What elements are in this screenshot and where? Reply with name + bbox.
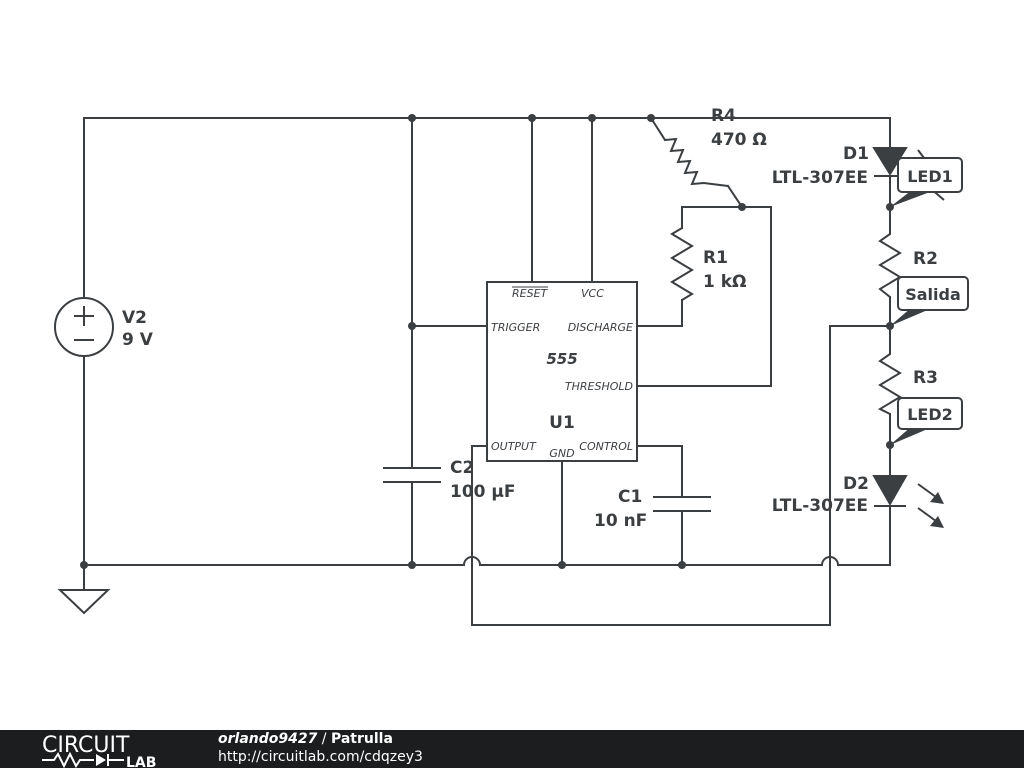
- pin-output-label: OUTPUT: [491, 440, 537, 453]
- d2-ref-label: D2: [843, 474, 869, 494]
- pin-reset-label: RESET: [512, 287, 549, 300]
- capacitor-c2[interactable]: C2 100 µF: [383, 458, 516, 502]
- circuitlab-logo[interactable]: CIRCUIT LAB: [40, 732, 180, 768]
- resistor-r1[interactable]: R1 1 kΩ: [670, 227, 747, 301]
- junction-dots: [80, 114, 894, 569]
- wires: [83, 116, 891, 626]
- pin-gnd-label: GND: [549, 447, 574, 460]
- voltage-source-v2[interactable]: V2 9 V: [54, 297, 154, 357]
- c1-ref-label: C1: [618, 487, 642, 507]
- resistor-r4[interactable]: R4 470 Ω: [664, 106, 767, 187]
- c2-value-label: 100 µF: [450, 482, 516, 502]
- footer-bar: CIRCUIT LAB orlando9427 / Patrulla http:…: [0, 730, 1024, 768]
- r2-ref-label: R2: [913, 249, 938, 269]
- capacitor-c1[interactable]: C1 10 nF: [594, 487, 711, 531]
- author-name[interactable]: orlando9427: [218, 731, 318, 747]
- project-name[interactable]: Patrulla: [330, 731, 393, 747]
- schematic-canvas: V2 9 V C2 100 µF C1 10 nF RESET VCC TRIG…: [54, 106, 969, 626]
- pin-vcc-label: VCC: [581, 287, 604, 300]
- net-label-led1[interactable]: LED1: [890, 157, 963, 207]
- net-label-salida-text: Salida: [905, 285, 961, 304]
- logo-top-text: CIRCUIT: [42, 733, 130, 758]
- footer-title: orlando9427 / Patrulla: [218, 731, 393, 747]
- d1-value-label: LTL-307EE: [772, 168, 868, 188]
- d2-value-label: LTL-307EE: [772, 496, 868, 516]
- net-label-led1-text: LED1: [907, 167, 953, 186]
- led-d2[interactable]: D2 LTL-307EE: [772, 474, 944, 528]
- led-d1[interactable]: D1 LTL-307EE: [772, 144, 945, 201]
- ic-555-u1[interactable]: RESET VCC TRIGGER DISCHARGE 555 THRESHOL…: [486, 281, 638, 462]
- net-label-led2[interactable]: LED2: [890, 397, 963, 445]
- title-separator: /: [317, 731, 331, 747]
- pin-trigger-label: TRIGGER: [491, 321, 540, 334]
- logo-bottom-text: LAB: [126, 755, 156, 768]
- r3-ref-label: R3: [913, 368, 938, 388]
- circuit-url-link[interactable]: http://circuitlab.com/cdqzey3: [218, 749, 423, 765]
- resistor-r2[interactable]: R2: [878, 233, 938, 298]
- d1-ref-label: D1: [843, 144, 869, 164]
- r4-value-label: 470 Ω: [711, 130, 767, 150]
- v2-ref-label: V2: [122, 308, 147, 328]
- net-label-salida[interactable]: Salida: [890, 276, 969, 326]
- r1-value-label: 1 kΩ: [703, 272, 747, 292]
- r4-ref-label: R4: [711, 106, 736, 126]
- u1-ref-label: U1: [549, 413, 575, 433]
- v2-value-label: 9 V: [122, 330, 154, 350]
- net-label-led2-text: LED2: [907, 405, 953, 424]
- r1-ref-label: R1: [703, 248, 728, 268]
- c2-ref-label: C2: [450, 458, 474, 478]
- ground-symbol: [57, 589, 111, 615]
- pin-threshold-label: THRESHOLD: [565, 380, 633, 393]
- pin-control-label: CONTROL: [579, 440, 633, 453]
- resistor-r3[interactable]: R3: [877, 353, 938, 415]
- ic-type-label: 555: [546, 350, 577, 368]
- c1-value-label: 10 nF: [594, 511, 647, 531]
- pin-discharge-label: DISCHARGE: [568, 321, 633, 334]
